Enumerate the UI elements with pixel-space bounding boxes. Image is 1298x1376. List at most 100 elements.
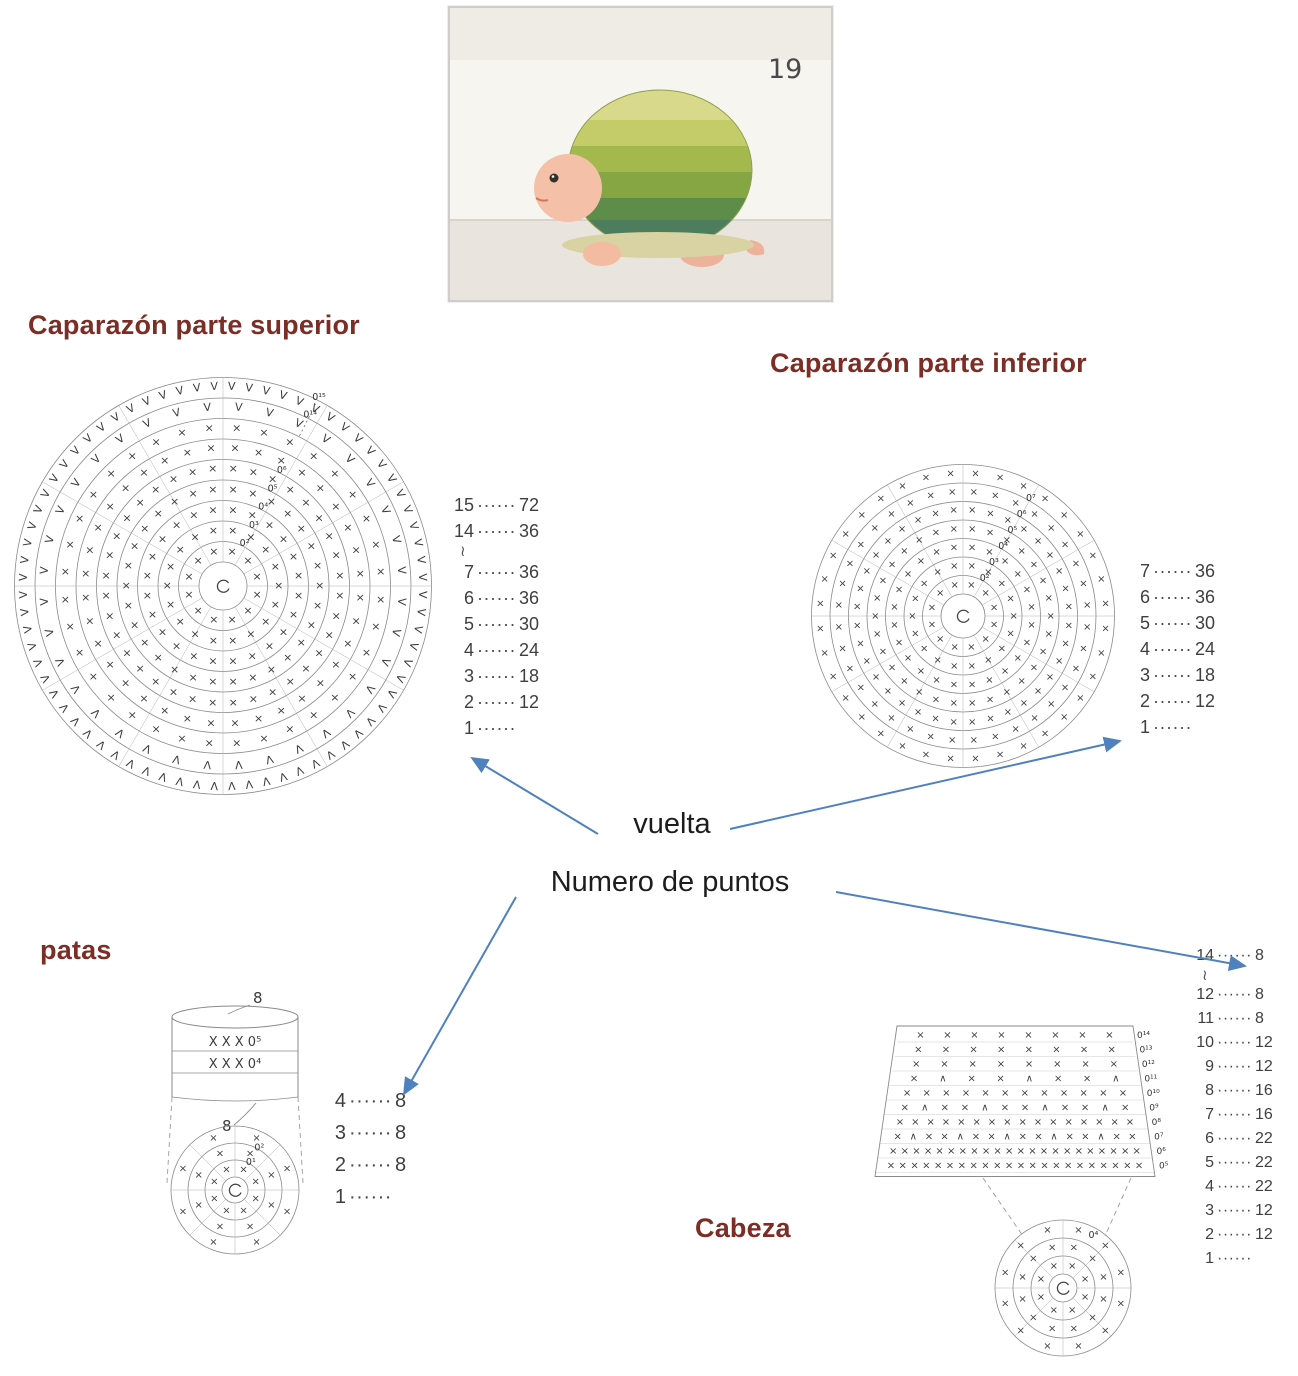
round-count-row: 6······22 <box>1205 1130 1273 1147</box>
svg-text:V: V <box>17 590 30 599</box>
svg-text:×: × <box>222 1206 230 1217</box>
svg-text:×: × <box>829 550 837 561</box>
svg-text:V: V <box>406 641 421 653</box>
svg-text:×: × <box>1001 1088 1009 1099</box>
magic-ring-symbol <box>956 609 970 623</box>
round-count-row: 6······36 <box>1139 587 1215 607</box>
svg-text:×: × <box>931 508 939 519</box>
svg-text:×: × <box>330 467 339 480</box>
svg-text:×: × <box>1089 672 1097 683</box>
svg-text:×: × <box>1005 1161 1013 1172</box>
svg-text:×: × <box>152 436 161 449</box>
svg-text:×: × <box>942 1045 950 1056</box>
svg-text:×: × <box>277 454 286 467</box>
svg-text:×: × <box>838 643 846 654</box>
svg-text:×: × <box>914 515 922 526</box>
svg-text:×: × <box>1081 1274 1089 1285</box>
svg-text:×: × <box>160 454 169 467</box>
round-count-row: 4······8 <box>334 1090 407 1112</box>
svg-text:×: × <box>1019 481 1027 492</box>
svg-text:×: × <box>229 483 238 496</box>
svg-text:×: × <box>926 1117 934 1128</box>
svg-text:×: × <box>239 1206 247 1217</box>
svg-text:×: × <box>166 560 175 573</box>
heading-shell-top: Caparazón parte superior <box>28 310 360 340</box>
svg-text:×: × <box>991 491 999 502</box>
svg-text:×: × <box>143 589 152 602</box>
svg-text:×: × <box>835 622 843 633</box>
svg-text:×: × <box>135 662 144 675</box>
heading-legs: patas <box>40 935 112 965</box>
svg-text:0¹²: 0¹² <box>1142 1060 1155 1070</box>
head-diagram: ××××××××0¹⁴××××××××0¹³××××××××0¹²×∧××∧××… <box>874 1025 1169 1357</box>
svg-text:×: × <box>102 569 111 582</box>
svg-text:×: × <box>986 508 994 519</box>
round-count-row: 9······12 <box>1205 1058 1273 1075</box>
svg-text:×: × <box>884 686 892 697</box>
svg-text:×: × <box>216 1221 224 1232</box>
svg-text:×: × <box>1017 1161 1025 1172</box>
svg-text:×: × <box>191 627 200 640</box>
svg-text:×: × <box>228 634 237 647</box>
svg-text:×: × <box>1040 1088 1048 1099</box>
svg-text:∧: ∧ <box>921 1103 928 1114</box>
svg-text:×: × <box>895 637 903 648</box>
legs-row-4: X X X 0⁴ <box>209 1057 262 1072</box>
svg-text:0⁶: 0⁶ <box>277 465 287 476</box>
svg-text:×: × <box>61 565 70 578</box>
svg-text:V: V <box>81 726 96 741</box>
svg-text:×: × <box>283 651 292 664</box>
svg-text:×: × <box>208 655 217 668</box>
svg-text:×: × <box>265 640 274 653</box>
svg-text:V: V <box>192 777 202 791</box>
round-count-row: 14······36 <box>453 521 539 541</box>
round-count-row: 2······8 <box>334 1154 407 1176</box>
svg-text:×: × <box>894 1132 902 1143</box>
svg-text:×: × <box>946 1161 954 1172</box>
magic-ring-symbol <box>216 579 230 593</box>
svg-text:×: × <box>1053 1059 1061 1070</box>
svg-text:×: × <box>285 722 294 735</box>
svg-text:×: × <box>853 620 861 631</box>
svg-text:×: × <box>895 585 903 596</box>
svg-text:×: × <box>151 675 160 688</box>
svg-text:×: × <box>946 754 954 765</box>
svg-text:×: × <box>917 556 925 567</box>
svg-text:×: × <box>968 542 976 553</box>
legs-row-5: X X X 0⁵ <box>209 1035 262 1050</box>
svg-text:V: V <box>57 457 72 471</box>
svg-text:V: V <box>43 534 58 545</box>
svg-text:×: × <box>968 661 976 672</box>
svg-text:×: × <box>166 598 175 611</box>
svg-text:×: × <box>1051 1030 1059 1041</box>
svg-text:×: × <box>139 466 148 479</box>
svg-text:×: × <box>267 663 276 676</box>
svg-text:×: × <box>1061 1103 1069 1114</box>
svg-text:×: × <box>971 468 979 479</box>
svg-text:0²: 0² <box>980 573 990 584</box>
svg-text:×: × <box>968 524 976 535</box>
svg-text:×: × <box>151 483 160 496</box>
svg-text:×: × <box>1021 1103 1029 1114</box>
svg-text:×: × <box>872 550 880 561</box>
svg-text:V: V <box>94 420 108 435</box>
svg-text:×: × <box>1048 1323 1056 1334</box>
svg-text:×: × <box>267 1170 275 1181</box>
svg-text:×: × <box>1029 1161 1037 1172</box>
svg-text:V: V <box>124 401 137 416</box>
svg-text:×: × <box>184 588 193 601</box>
svg-text:V: V <box>308 756 321 771</box>
svg-text:V: V <box>174 774 185 788</box>
svg-text:V: V <box>411 538 425 549</box>
svg-text:×: × <box>968 680 976 691</box>
svg-text:V: V <box>141 741 154 756</box>
svg-text:×: × <box>901 1146 909 1157</box>
svg-text:×: × <box>1072 664 1080 675</box>
turtle-front-leg <box>583 242 621 266</box>
svg-text:0⁷: 0⁷ <box>1026 493 1036 504</box>
svg-text:×: × <box>188 466 197 479</box>
svg-text:V: V <box>277 769 289 784</box>
label-numero-de-puntos: Numero de puntos <box>550 866 790 898</box>
svg-text:×: × <box>309 449 318 462</box>
